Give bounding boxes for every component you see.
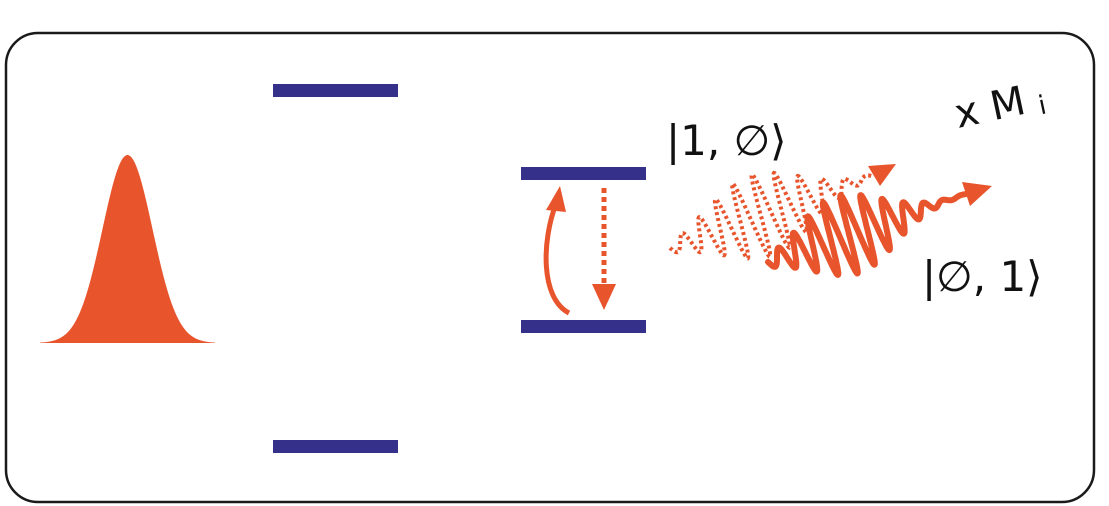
ket-top-label: |1, ∅⟩ bbox=[666, 116, 787, 165]
left-level-top bbox=[273, 84, 398, 97]
solid-photon-icon bbox=[765, 182, 992, 278]
frame bbox=[4, 31, 1096, 504]
gaussian-pulse-icon bbox=[40, 155, 215, 343]
ket-bottom-label: |∅, 1⟩ bbox=[922, 252, 1043, 301]
excitation-arrow-icon bbox=[543, 186, 571, 316]
decay-arrow-icon bbox=[592, 188, 616, 310]
left-level-bottom bbox=[273, 440, 398, 453]
excited-level bbox=[521, 167, 646, 180]
ground-level bbox=[521, 320, 646, 333]
dotted-photon-icon bbox=[668, 164, 896, 261]
